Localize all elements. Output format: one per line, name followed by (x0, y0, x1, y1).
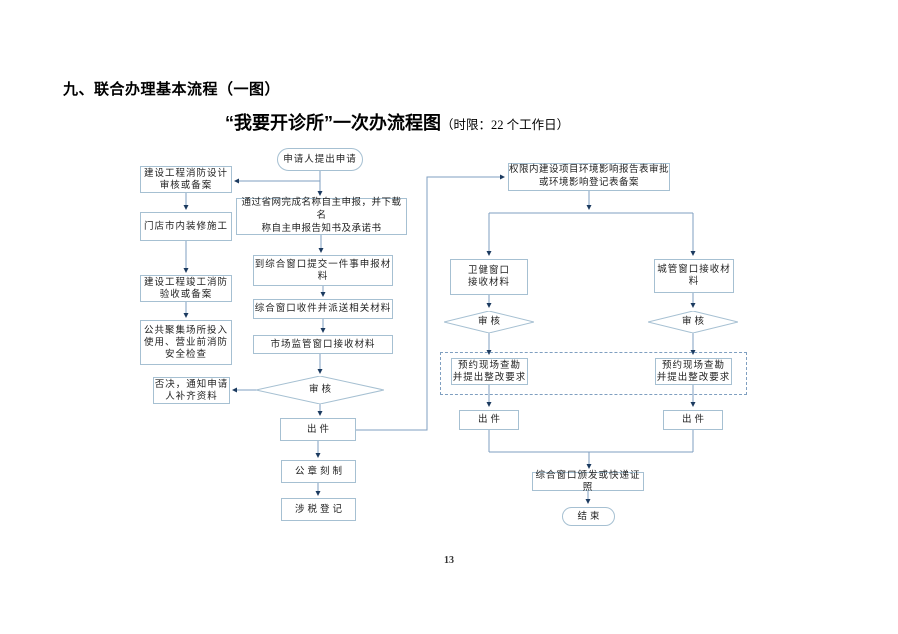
flowchart-title: “我要开诊所”一次办流程图（时限：22 个工作日） (225, 109, 569, 135)
flow-box-issue-right: 出件 (663, 410, 723, 430)
flow-box-label: 综合窗口颁发或快递证照 (535, 470, 641, 493)
flow-box-fire-design: 建设工程消防设计 审核或备案 (140, 166, 232, 193)
flow-box-survey-left: 预约现场查勘 并提出整改要求 (451, 358, 528, 385)
flow-box-label: 预约现场查勘 并提出整改要求 (656, 360, 731, 383)
flow-decision-review-center: 审核 (256, 376, 384, 404)
flow-decision-label: 审核 (308, 385, 334, 395)
page-number: 13 (444, 555, 454, 566)
flow-box-label: 涉税登记 (294, 504, 345, 515)
flow-box-env-approval: 权限内建设项目环境影响报告表审批 或环境影响登记表备案 (508, 163, 670, 191)
flow-box-survey-right: 预约现场查勘 并提出整改要求 (655, 358, 732, 385)
flow-decision-review-left: 审核 (444, 311, 534, 333)
section-heading: 九、联合办理基本流程（一图） (63, 81, 281, 98)
flow-box-label: 建设工程消防设计 审核或备案 (143, 168, 228, 191)
flow-box-seal-making: 公章刻制 (281, 460, 356, 483)
flow-start-label: 申请人提出申请 (283, 154, 357, 165)
flow-box-label: 出件 (477, 415, 503, 425)
flow-box-label: 城管窗口接收材 料 (657, 265, 731, 287)
diamond-shape (648, 311, 738, 333)
flow-end-oval: 结束 (562, 507, 615, 526)
flow-decision-label: 审核 (477, 317, 503, 327)
flow-box-license-issue: 综合窗口颁发或快递证照 (532, 470, 644, 493)
flow-end-label: 结束 (577, 511, 603, 522)
flow-box-label: 权限内建设项目环境影响报告表审批 或环境影响登记表备案 (509, 165, 670, 188)
flow-box-shop-decoration: 门店市内装修施工 (140, 212, 232, 241)
flow-box-market-receive: 市场监管窗口接收材料 (253, 335, 393, 354)
flow-box-tax-register: 涉税登记 (281, 498, 356, 521)
flow-box-label: 预约现场查勘 并提出整改要求 (452, 360, 527, 383)
flow-box-submit-materials: 到综合窗口提交一件事申报材 料 (253, 255, 393, 286)
flow-box-health-window: 卫健窗口 接收材料 (450, 259, 528, 295)
flow-box-label: 通过省网完成名称自主申报，并下载名 称自主申报告知书及承诺书 (241, 198, 402, 234)
flowchart-title-note: （时限：22 个工作日） (441, 118, 570, 132)
flow-start-oval: 申请人提出申请 (277, 148, 363, 171)
diamond-shape (256, 376, 384, 404)
survey-dashed-group (440, 352, 747, 395)
flow-box-city-window: 城管窗口接收材 料 (654, 259, 734, 293)
flow-connector (356, 174, 505, 431)
flow-box-label: 建设工程竣工消防 验收或备案 (143, 277, 228, 300)
flow-box-label: 出件 (306, 424, 332, 435)
flow-box-label: 到综合窗口提交一件事申报材 料 (254, 259, 392, 282)
flow-box-fire-acceptance: 建设工程竣工消防 验收或备案 (140, 275, 232, 302)
flow-box-label: 公共聚集场所投入 使用、营业前消防 安全检查 (143, 325, 228, 360)
flow-decision-label: 审核 (681, 317, 707, 327)
flow-box-label: 卫健窗口 接收材料 (467, 266, 510, 288)
flow-box-issue-left: 出件 (459, 410, 519, 430)
flow-box-window-dispatch: 综合窗口收件并派送相关材料 (253, 299, 393, 319)
flow-box-reject-notice: 否决，通知申请 人补齐资料 (153, 377, 230, 404)
flow-box-label: 公章刻制 (294, 466, 345, 477)
flow-decision-review-right: 审核 (648, 311, 738, 333)
flow-box-public-gathering: 公共聚集场所投入 使用、营业前消防 安全检查 (140, 320, 232, 365)
diamond-shape (444, 311, 534, 333)
flow-box-label: 综合窗口收件并派送相关材料 (254, 304, 392, 314)
flow-box-label: 门店市内装修施工 (143, 221, 228, 232)
flowchart-title-main: “我要开诊所”一次办流程图 (225, 113, 441, 133)
flow-box-label: 否决，通知申请 人补齐资料 (154, 379, 229, 402)
flow-box-label: 市场监管窗口接收材料 (270, 339, 376, 350)
flow-box-issue-center: 出件 (280, 418, 356, 441)
flow-box-label: 出件 (681, 415, 707, 425)
flow-box-name-declare: 通过省网完成名称自主申报，并下载名 称自主申报告知书及承诺书 (236, 198, 407, 235)
